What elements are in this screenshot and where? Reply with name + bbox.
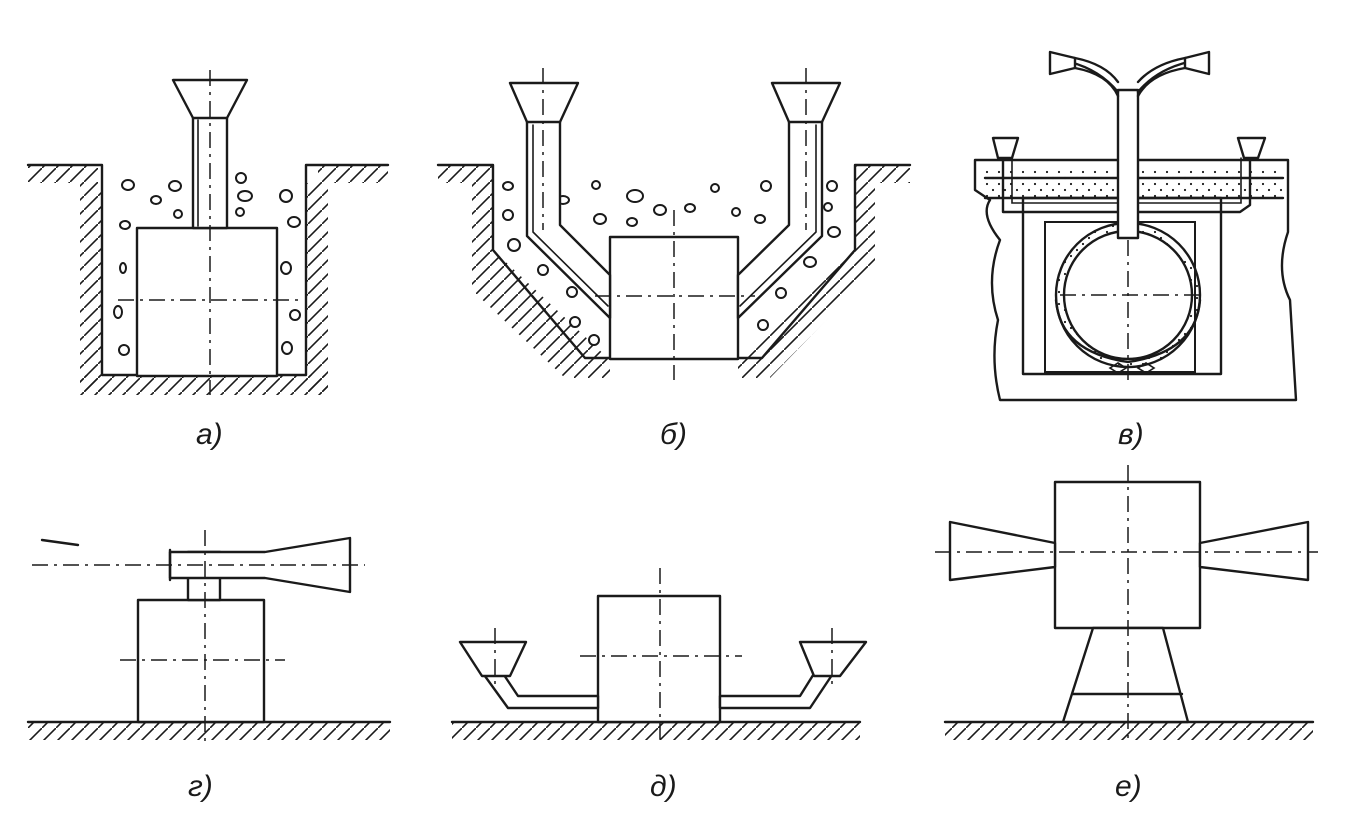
caption-d: д) [650, 770, 677, 803]
sprue-arm-left [1048, 50, 1077, 76]
small-funnel-right [1236, 136, 1267, 160]
ground-hatch [855, 165, 910, 183]
pit-wall-hatch [738, 183, 875, 378]
concrete-fill [502, 180, 841, 346]
caption-a: а) [196, 418, 223, 451]
central-sprue [1116, 88, 1140, 240]
casting-block [596, 594, 722, 724]
panel-d-diagram [450, 568, 868, 745]
ground-hatch [945, 722, 1313, 740]
pit-wall-hatch [472, 183, 610, 378]
small-funnel-left [991, 136, 1020, 160]
channel-left [480, 670, 600, 710]
funnel-left [508, 81, 580, 124]
ground-hatch [318, 165, 388, 183]
ground-hatch [452, 722, 860, 740]
ground-hatch [28, 722, 390, 740]
ground-hatch [438, 165, 493, 183]
nozzle-right [1198, 520, 1310, 582]
caption-g: г) [188, 770, 213, 803]
panel-v-diagram [973, 50, 1298, 402]
funnel-left [458, 640, 528, 678]
panel-b-diagram [436, 68, 912, 380]
panel-a-diagram [26, 70, 390, 395]
funnel [171, 78, 249, 120]
concrete-fill [113, 172, 301, 356]
nozzle-left [948, 520, 1057, 582]
mold-flask [973, 158, 1298, 402]
side-channel [1001, 153, 1252, 214]
sprue-arm-right [1183, 50, 1211, 76]
ground-hatch [28, 165, 98, 183]
panel-e-diagram [935, 465, 1318, 740]
caption-e: е) [1115, 770, 1142, 803]
casting-block [136, 598, 266, 724]
panel-g-diagram [26, 530, 392, 745]
caption-v: в) [1118, 418, 1144, 451]
casting-block [135, 226, 279, 378]
support-pedestal [1061, 626, 1190, 724]
pit-wall-hatch [80, 183, 102, 393]
pit-bottom-hatch [80, 375, 328, 395]
caption-b: б) [660, 418, 687, 451]
channel-right [718, 670, 836, 710]
pit-wall-hatch [306, 183, 328, 393]
funnel-right [798, 640, 868, 678]
